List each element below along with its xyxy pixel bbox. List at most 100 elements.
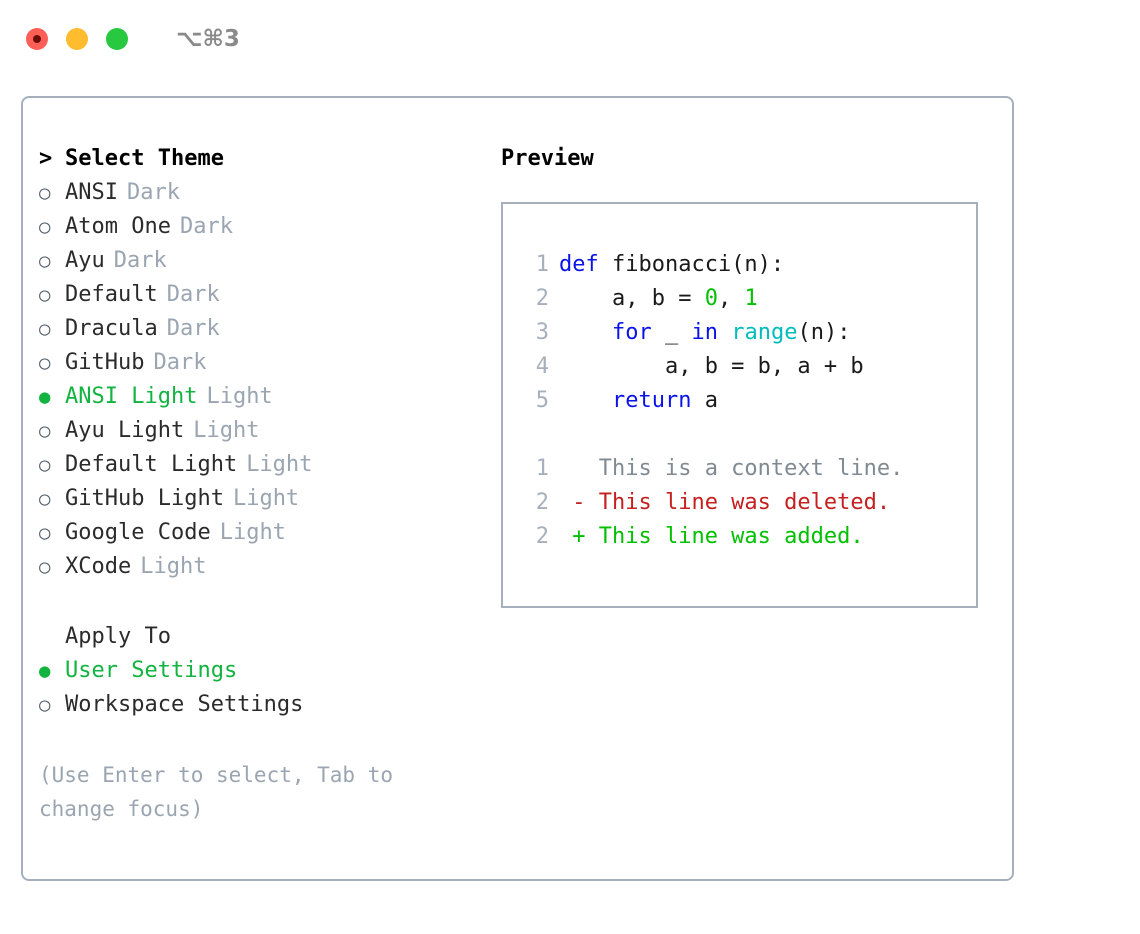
preview-title: Preview: [501, 146, 594, 171]
close-button[interactable]: [26, 28, 48, 50]
apply-to-panel: ○ Apply To ● User Settings ○Workspace Sett…: [39, 620, 494, 722]
apply-to-option[interactable]: ○Workspace Settings: [39, 688, 494, 722]
theme-variant-label: Light: [232, 486, 300, 511]
code-token-txt: [559, 388, 612, 413]
theme-list-item[interactable]: ○ GitHub Dark: [39, 346, 494, 380]
code-line-text: def fibonacci(n):: [559, 248, 784, 282]
theme-name: Default Light: [65, 452, 238, 477]
code-line-number: 3: [535, 320, 549, 345]
theme-name: Google Code: [65, 520, 211, 545]
theme-name: ANSI Light: [65, 384, 198, 409]
diff-line-number: 2: [535, 490, 549, 515]
theme-list-item[interactable]: ○ Dracula Dark: [39, 312, 494, 346]
code-token-txt: a: [691, 388, 718, 413]
code-line: 3 for _ in range(n):: [521, 316, 976, 350]
diff-sample: 1 This is a context line.2 - This line w…: [521, 452, 976, 554]
select-theme-title: Select Theme: [65, 146, 224, 171]
code-token-txt: a, b = b, a + b: [559, 354, 864, 379]
theme-name: Default: [65, 282, 158, 307]
theme-list-item[interactable]: ○ Default Dark: [39, 278, 494, 312]
apply-to-spacer-icon: ○: [39, 620, 65, 654]
zoom-button[interactable]: [106, 28, 128, 50]
code-line-text: a, b = b, a + b: [559, 350, 864, 384]
radio-unselected-icon[interactable]: ○: [39, 216, 51, 238]
theme-variant-label: Dark: [166, 316, 220, 341]
apply-to-options: ● User Settings ○Workspace Settings: [39, 654, 494, 722]
theme-variant-label: Light: [219, 520, 286, 545]
diff-line-number: 1: [535, 456, 549, 481]
code-token-kw: in: [691, 320, 718, 345]
radio-unselected-icon[interactable]: ○: [39, 182, 51, 204]
theme-variant-label: Light: [246, 452, 313, 477]
theme-name: Dracula: [65, 316, 158, 341]
minimize-button[interactable]: [66, 28, 88, 50]
diff-line: 1 This is a context line.: [521, 452, 976, 486]
code-line: 2 a, b = 0, 1: [521, 282, 976, 316]
diff-line-number: 2: [535, 524, 549, 549]
diff-line-text: + This line was added.: [559, 524, 864, 549]
theme-list-item[interactable]: ○ Ayu Light Light: [39, 414, 494, 448]
radio-selected-icon[interactable]: ●: [39, 386, 51, 408]
code-token-txt: [559, 320, 612, 345]
code-token-fn: range: [731, 320, 798, 345]
radio-selected-icon[interactable]: ●: [39, 660, 51, 682]
window-controls: [26, 28, 128, 50]
code-token-txt: a, b =: [559, 286, 705, 311]
code-token-txt: [718, 320, 731, 345]
theme-list-item[interactable]: ○ Google Code Light: [39, 516, 494, 550]
code-token-num: 1: [744, 286, 758, 311]
code-line-text: for _ in range(n):: [559, 316, 850, 350]
apply-to-option-label: User Settings: [65, 658, 238, 683]
radio-unselected-icon[interactable]: ○: [39, 556, 51, 578]
keyboard-hint: (Use Enter to select, Tab to change focu…: [39, 763, 394, 821]
radio-unselected-icon[interactable]: ○: [39, 352, 51, 374]
select-theme-header: > Select Theme: [39, 142, 494, 176]
theme-list-item[interactable]: ○ Default Light Light: [39, 448, 494, 482]
radio-unselected-icon[interactable]: ○: [39, 420, 51, 442]
diff-line-text: - This line was deleted.: [559, 490, 891, 515]
radio-unselected-icon[interactable]: ○: [39, 250, 51, 272]
code-token-txt: (n):: [797, 320, 851, 345]
code-line: 4 a, b = b, a + b: [521, 350, 976, 384]
theme-name: Atom One: [65, 214, 171, 239]
diff-line: 2 + This line was added.: [521, 520, 976, 554]
code-token-txt: fibonacci(n):: [611, 252, 785, 277]
radio-unselected-icon[interactable]: ○: [39, 454, 51, 476]
theme-name: Ayu Light: [65, 418, 185, 443]
keyboard-shortcut-label: ⌥⌘3: [176, 26, 240, 52]
theme-list-item[interactable]: ○ Atom One Dark: [39, 210, 494, 244]
apply-to-option[interactable]: ● User Settings: [39, 654, 494, 688]
apply-to-header: ○ Apply To: [39, 620, 494, 654]
theme-name: GitHub: [65, 350, 145, 375]
code-token-kw: for: [611, 320, 652, 345]
recording-indicator-icon: [33, 35, 41, 43]
theme-variant-label: Dark: [179, 214, 233, 239]
code-token-kw: def: [559, 252, 612, 277]
radio-unselected-icon[interactable]: ○: [39, 284, 51, 306]
theme-variant-label: Dark: [166, 282, 220, 307]
theme-name: GitHub Light: [65, 486, 224, 511]
prompt-caret-icon: >: [39, 146, 53, 171]
theme-list-item[interactable]: ○ GitHub Light Light: [39, 482, 494, 516]
theme-variant-label: Dark: [153, 350, 207, 375]
theme-variant-label: Dark: [113, 248, 167, 273]
theme-variant-label: Dark: [126, 180, 180, 205]
theme-variant-label: Light: [193, 418, 260, 443]
diff-line: 2 - This line was deleted.: [521, 486, 976, 520]
radio-unselected-icon[interactable]: ○: [39, 488, 51, 510]
radio-unselected-icon[interactable]: ○: [39, 318, 51, 340]
code-diff-spacer: [521, 418, 976, 452]
radio-unselected-icon[interactable]: ○: [39, 522, 51, 544]
radio-unselected-icon[interactable]: ○: [39, 694, 51, 716]
